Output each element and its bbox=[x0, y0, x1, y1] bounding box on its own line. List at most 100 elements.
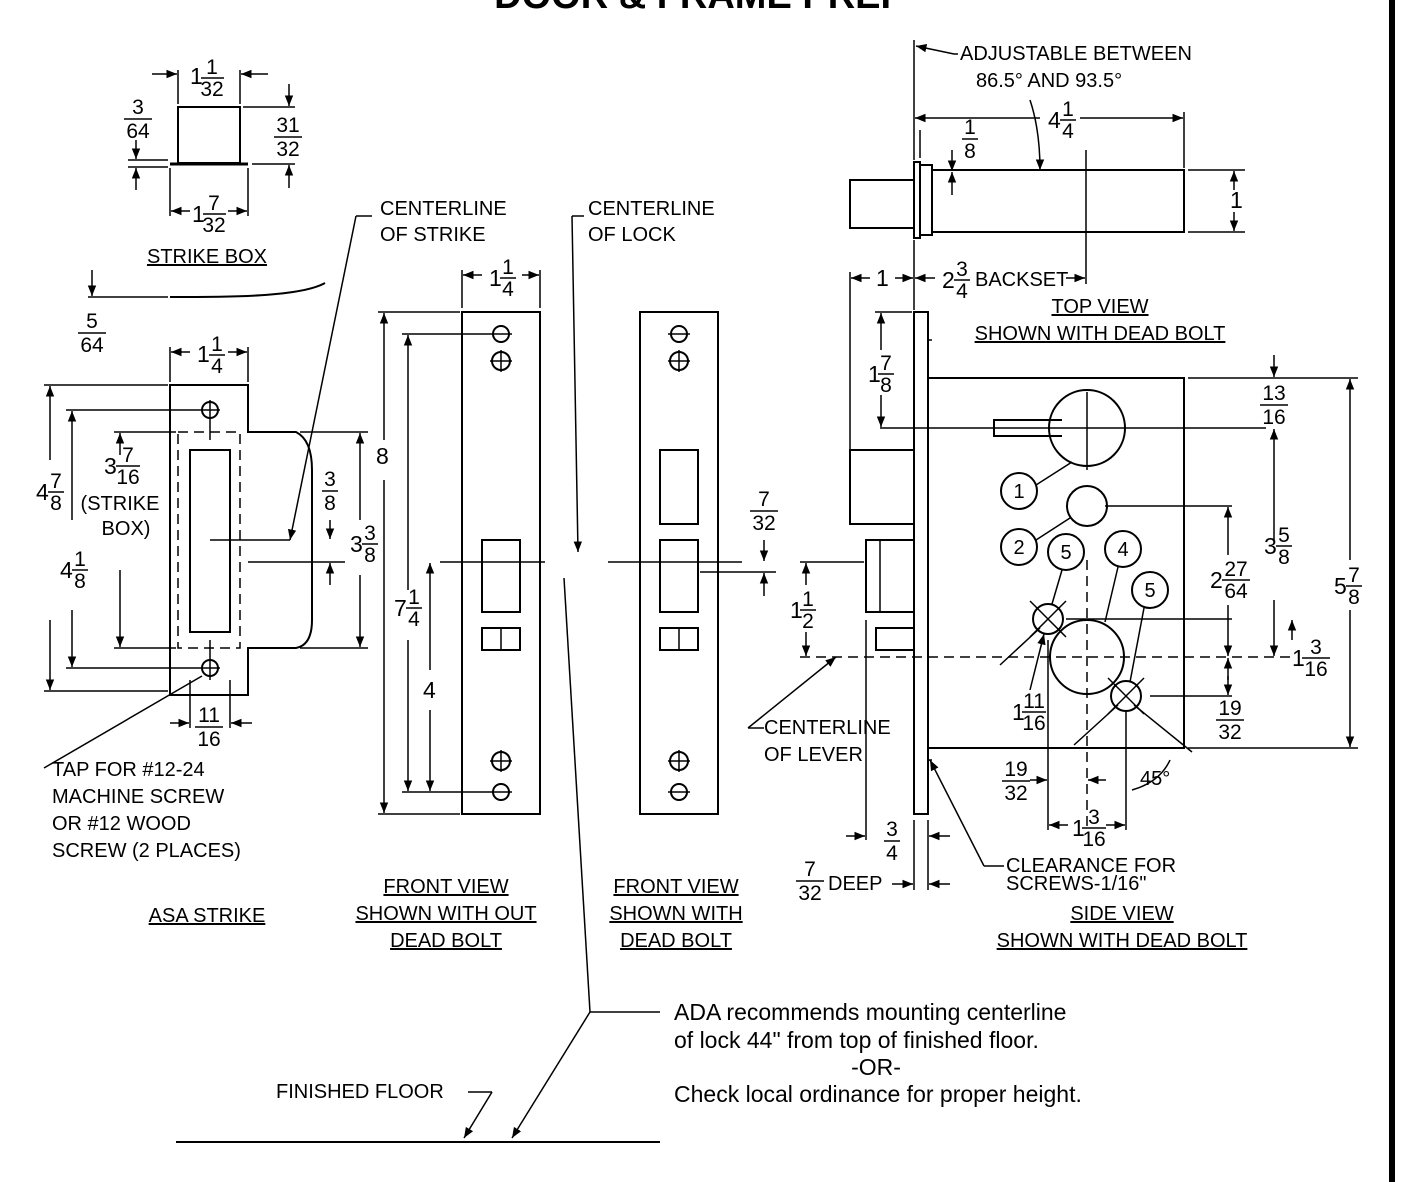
svg-text:3: 3 bbox=[104, 453, 117, 479]
dim-7-32: 7 32 bbox=[750, 488, 778, 535]
centerline-of-strike-label: CENTERLINE OF STRIKE bbox=[380, 198, 507, 246]
svg-text:8: 8 bbox=[1348, 586, 1360, 609]
svg-text:OF STRIKE: OF STRIKE bbox=[380, 224, 486, 246]
svg-text:BOX): BOX) bbox=[102, 518, 151, 540]
svg-text:1: 1 bbox=[190, 63, 203, 89]
svg-text:16: 16 bbox=[1022, 712, 1045, 735]
svg-text:3: 3 bbox=[956, 258, 968, 281]
strike-box-title: STRIKE BOX bbox=[147, 246, 267, 268]
svg-text:32: 32 bbox=[1004, 782, 1027, 805]
finished-floor-label: FINISHED FLOOR bbox=[276, 1081, 444, 1103]
dim-7-32-deep: 7 32 DEEP bbox=[796, 858, 882, 905]
svg-text:4: 4 bbox=[1062, 120, 1074, 143]
svg-text:CENTERLINE: CENTERLINE bbox=[380, 198, 507, 220]
svg-text:4: 4 bbox=[886, 842, 898, 865]
svg-text:3: 3 bbox=[324, 468, 336, 491]
dim-1-3-16-bottom: 1 3 16 bbox=[1072, 806, 1106, 851]
svg-text:32: 32 bbox=[752, 512, 775, 535]
svg-text:FRONT VIEW: FRONT VIEW bbox=[383, 876, 508, 898]
svg-text:8: 8 bbox=[324, 492, 336, 515]
dim-19-32-bottom: 19 32 bbox=[1002, 758, 1030, 805]
svg-text:1: 1 bbox=[964, 116, 976, 139]
svg-text:3: 3 bbox=[1264, 533, 1277, 559]
dim-5-7-8: 5 7 8 bbox=[1334, 564, 1362, 609]
dim-8: 8 bbox=[376, 443, 389, 469]
svg-text:1: 1 bbox=[197, 341, 210, 367]
callout-1: 1 bbox=[1013, 481, 1024, 503]
dim-3-4: 3 4 bbox=[884, 818, 900, 865]
dim-3-5-8: 3 5 8 bbox=[1264, 524, 1292, 569]
svg-text:19: 19 bbox=[1218, 697, 1241, 720]
svg-text:BACKSET: BACKSET bbox=[975, 269, 1068, 291]
dim-19-32-right: 19 32 bbox=[1216, 697, 1244, 744]
svg-text:27: 27 bbox=[1224, 558, 1247, 581]
svg-text:1: 1 bbox=[802, 588, 814, 611]
svg-text:8: 8 bbox=[364, 544, 376, 567]
svg-text:8: 8 bbox=[50, 492, 62, 515]
svg-text:4: 4 bbox=[502, 278, 514, 301]
dim-3-64: 3 64 bbox=[124, 96, 152, 143]
dim-1-7-32: 1 7 32 bbox=[192, 192, 226, 237]
svg-text:8: 8 bbox=[964, 140, 976, 163]
svg-text:DEAD BOLT: DEAD BOLT bbox=[620, 930, 732, 952]
ada-note-line-4: Check local ordinance for proper height. bbox=[674, 1081, 1082, 1107]
dim-11-16: 11 16 bbox=[195, 704, 223, 751]
svg-text:1: 1 bbox=[408, 586, 420, 609]
svg-text:3: 3 bbox=[1310, 636, 1322, 659]
dim-1-1-4-strike: 1 1 4 bbox=[197, 333, 225, 378]
svg-text:4: 4 bbox=[36, 479, 49, 505]
svg-text:1: 1 bbox=[489, 265, 502, 291]
svg-text:8: 8 bbox=[880, 374, 892, 397]
svg-text:7: 7 bbox=[208, 192, 220, 215]
svg-text:SHOWN WITH: SHOWN WITH bbox=[609, 903, 742, 925]
callout-2: 2 bbox=[1013, 537, 1024, 559]
dim-1-backset-left: 1 bbox=[876, 265, 889, 291]
svg-text:19: 19 bbox=[1004, 758, 1027, 781]
ada-note-line-2: of lock 44" from top of finished floor. bbox=[674, 1027, 1039, 1053]
svg-text:8: 8 bbox=[74, 570, 86, 593]
svg-text:4: 4 bbox=[60, 557, 73, 583]
svg-text:DEEP: DEEP bbox=[828, 873, 882, 895]
ada-note-line-1: ADA recommends mounting centerline bbox=[674, 999, 1066, 1025]
svg-text:11: 11 bbox=[198, 704, 220, 727]
svg-text:3: 3 bbox=[350, 531, 363, 557]
svg-text:1: 1 bbox=[211, 333, 223, 356]
front-view-with-deadbolt bbox=[571, 215, 776, 815]
svg-text:TOP VIEW: TOP VIEW bbox=[1051, 296, 1148, 318]
centerline-of-lever-label: CENTERLINE OF LEVER bbox=[764, 717, 891, 766]
svg-text:4: 4 bbox=[956, 280, 968, 303]
svg-text:MACHINE SCREW: MACHINE SCREW bbox=[52, 786, 224, 808]
svg-text:3: 3 bbox=[132, 96, 144, 119]
svg-text:CENTERLINE: CENTERLINE bbox=[764, 717, 891, 739]
svg-text:SHOWN WITH OUT: SHOWN WITH OUT bbox=[355, 903, 536, 925]
svg-text:1: 1 bbox=[790, 597, 803, 623]
page-title: DOOR & FRAME PREP bbox=[494, 0, 906, 17]
svg-text:3: 3 bbox=[886, 818, 898, 841]
callout-4: 4 bbox=[1117, 539, 1128, 561]
svg-text:31: 31 bbox=[276, 114, 299, 137]
asa-strike-title: ASA STRIKE bbox=[149, 905, 266, 927]
svg-text:3: 3 bbox=[1088, 806, 1100, 829]
svg-text:5: 5 bbox=[1334, 573, 1347, 599]
svg-text:16: 16 bbox=[1304, 658, 1327, 681]
svg-text:7: 7 bbox=[1348, 564, 1360, 587]
dim-3-7-16: 3 7 16 (STRIKE BOX) bbox=[81, 444, 160, 540]
side-view-title: SIDE VIEW SHOWN WITH DEAD BOLT bbox=[997, 903, 1248, 952]
svg-text:SCREWS-1/16": SCREWS-1/16" bbox=[1006, 873, 1146, 895]
svg-text:7: 7 bbox=[880, 352, 892, 375]
svg-text:16: 16 bbox=[116, 466, 139, 489]
svg-text:3: 3 bbox=[364, 522, 376, 545]
front-view-without-deadbolt bbox=[378, 270, 545, 815]
svg-text:4: 4 bbox=[408, 608, 420, 631]
dim-31-32: 31 32 bbox=[274, 114, 302, 161]
dim-2-3-4-backset: 2 3 4 BACKSET bbox=[942, 258, 1068, 303]
svg-text:7: 7 bbox=[758, 488, 770, 511]
svg-text:16: 16 bbox=[1082, 828, 1105, 851]
svg-text:2: 2 bbox=[802, 610, 814, 633]
svg-text:13: 13 bbox=[1262, 382, 1285, 405]
svg-text:1: 1 bbox=[192, 201, 205, 227]
asa-strike-view bbox=[43, 215, 372, 769]
angle-45: 45° bbox=[1140, 768, 1170, 790]
svg-text:1: 1 bbox=[74, 548, 86, 571]
